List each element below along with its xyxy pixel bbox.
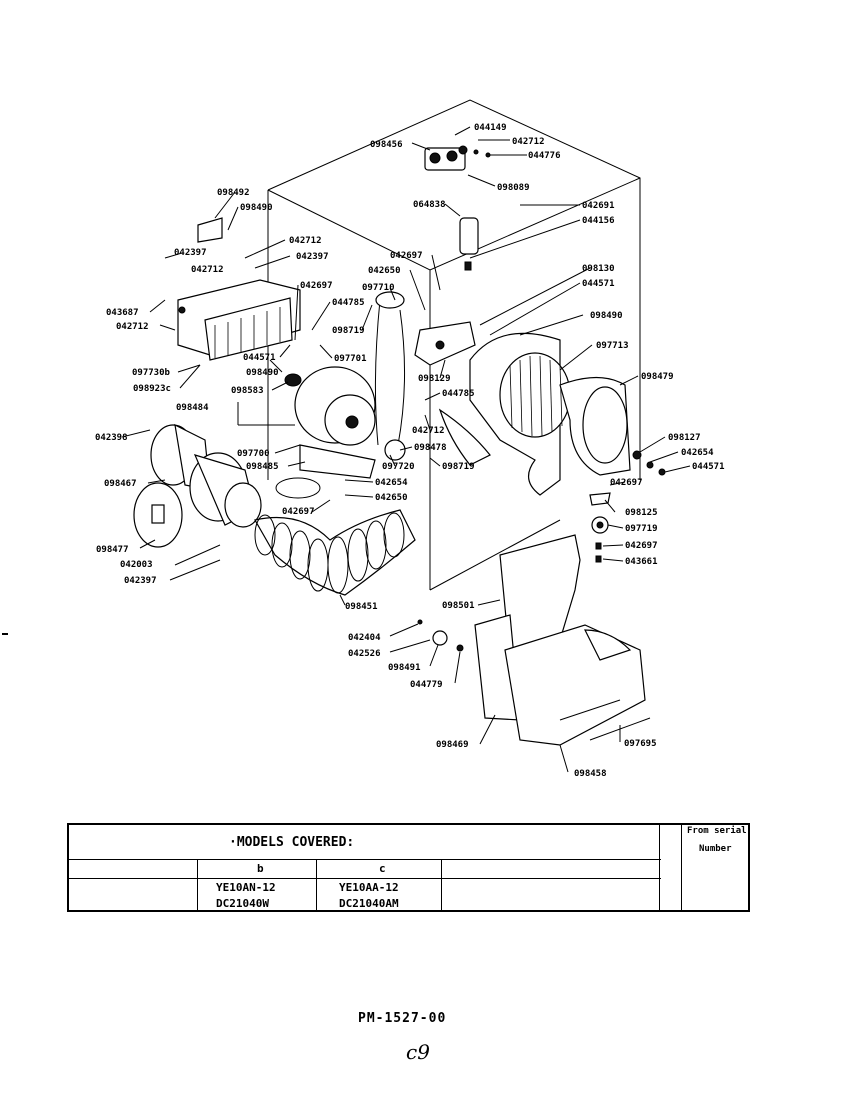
valve-assembly [424,145,491,171]
part-label: 098485 [246,462,279,472]
part-label: 042712 [116,322,149,332]
exploded-parts-diagram: 044149 098456 042712 044776 098089 09849… [95,99,725,779]
part-label: 044571 [692,462,725,472]
part-label: 097700 [237,449,270,459]
from-serial-label: From serial [687,826,747,836]
part-label: 042654 [375,478,408,488]
part-label: 044779 [410,680,443,690]
right-side-fasteners [589,450,666,563]
cabinet-outline [267,99,641,591]
handwritten-note: c9 [406,1040,430,1064]
part-label: 098490 [246,368,279,378]
part-label: 098484 [176,403,209,413]
part-label: 042712 [191,265,224,275]
part-label: 042712 [289,236,322,246]
column-b-header: b [257,862,264,875]
part-label: 098719 [442,462,475,472]
model-c1: YE10AA-12 [339,881,399,894]
drive-belt [374,291,406,461]
part-label: 098467 [104,479,137,489]
leader-lines [121,126,691,773]
part-label: 042697 [625,541,658,551]
part-label: 097695 [624,739,657,749]
part-label: 042712 [512,137,545,147]
part-label: 098451 [345,602,378,612]
part-label: 042697 [610,478,643,488]
part-labels: 044149 098456 042712 044776 098089 09849… [95,123,725,779]
part-label: 098923c [133,384,171,394]
part-label: 044571 [582,279,615,289]
part-label: 098479 [641,372,674,382]
part-label: 042650 [375,493,408,503]
blower-housing [438,332,631,496]
part-label: 097720 [382,462,415,472]
part-label: 098089 [497,183,530,193]
part-label: 097710 [362,283,395,293]
margin-mark [2,633,8,635]
part-label: 098501 [442,601,475,611]
part-label: 042397 [296,252,329,262]
part-label: 098130 [582,264,615,274]
part-label: 044571 [243,353,276,363]
part-label: 097701 [334,354,367,364]
model-c2: DC21040AM [339,897,399,910]
part-label: 044785 [442,389,475,399]
exhaust-duct-assembly [133,423,262,548]
part-label: 042404 [348,633,381,643]
part-label: 042398 [95,433,128,443]
part-label: 098469 [436,740,469,750]
part-label: 043687 [106,308,139,318]
part-label: 064838 [413,200,446,210]
part-label: 097713 [596,341,629,351]
part-label: 098125 [625,508,658,518]
model-b2: DC21040W [216,897,269,910]
part-label: 098458 [574,769,607,779]
part-label: 098490 [590,311,623,321]
part-label: 042526 [348,649,381,659]
models-covered-heading: ·MODELS COVERED: [229,835,355,850]
capacitor [459,217,479,271]
idler-bracket [414,321,476,366]
part-label: 042697 [300,281,333,291]
part-label: 098490 [240,203,273,213]
flexible-duct [254,509,416,596]
part-label: 098456 [370,140,403,150]
part-label: 098129 [418,374,451,384]
part-label: 042712 [412,426,445,436]
page-number: PM-1527-00 [358,1011,447,1026]
part-label: 042650 [368,266,401,276]
models-covered-table: ·MODELS COVERED: From serial Number b c … [67,823,750,912]
part-label: 098583 [231,386,264,396]
part-label: 044156 [582,216,615,226]
lint-filter-housing [177,217,301,361]
part-label: 044785 [332,298,365,308]
part-label: 043661 [625,557,658,567]
column-c-header: c [379,862,386,875]
part-label: 044776 [528,151,561,161]
model-b1: YE10AN-12 [216,881,276,894]
front-panel-assembly [417,534,651,746]
part-label: 098492 [217,188,250,198]
part-label: 098477 [96,545,129,555]
part-label: 042691 [582,201,615,211]
part-label: 098478 [414,443,447,453]
part-label: 042697 [390,251,423,261]
number-label: Number [699,844,732,854]
part-label: 042003 [120,560,153,570]
part-label: 042697 [282,507,315,517]
motor [275,366,376,499]
part-label: 042397 [174,248,207,258]
part-label: 042397 [124,576,157,586]
part-label: 097730b [132,368,171,378]
part-label: 098719 [332,326,365,336]
part-label: 097719 [625,524,658,534]
part-label: 044149 [474,123,507,133]
part-label: 042654 [681,448,714,458]
part-label: 098127 [668,433,701,443]
part-label: 098491 [388,663,421,673]
